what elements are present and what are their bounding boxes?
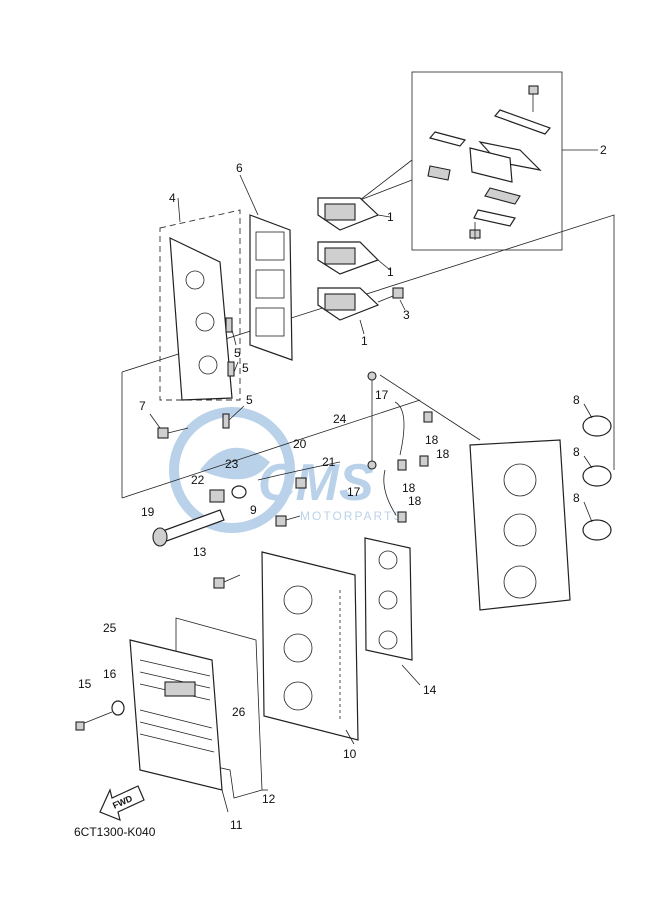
long-bolt: [152, 509, 225, 547]
callout-17: 17: [347, 485, 361, 499]
fwd-arrow: FWD: [99, 785, 145, 821]
callout-18: 18: [425, 433, 439, 447]
callout-15: 15: [78, 677, 92, 691]
callout-18: 18: [436, 447, 450, 461]
callout-2: 2: [600, 143, 607, 157]
clamp-and-washer: [209, 485, 247, 503]
callout-18: 18: [408, 494, 422, 508]
callout-18: 18: [402, 481, 416, 495]
callout-13: 13: [193, 545, 207, 559]
callout-1: 1: [361, 334, 368, 348]
silencer-cover: [129, 639, 268, 813]
watermark-brand: CMS: [258, 454, 374, 512]
watermark-logo: CMS MOTORPARTS: [169, 407, 403, 533]
callout-5: 5: [242, 361, 249, 375]
carburetor-bank: [469, 439, 571, 611]
callout-19: 19: [141, 505, 155, 519]
watermark-sub: MOTORPARTS: [300, 509, 403, 523]
callout-8: 8: [573, 491, 580, 505]
callout-14: 14: [423, 683, 437, 697]
screws: [213, 515, 301, 589]
callout-16: 16: [103, 667, 117, 681]
fuel-hoses: [367, 371, 481, 523]
callout-4: 4: [169, 191, 176, 205]
callout-8: 8: [573, 445, 580, 459]
silencer-gasket: [364, 537, 421, 686]
callout-5: 5: [234, 346, 241, 360]
callout-12: 12: [262, 792, 276, 806]
callout-9: 9: [250, 503, 257, 517]
callout-1: 1: [387, 265, 394, 279]
callout-20: 20: [293, 437, 307, 451]
silencer-plate: [261, 551, 359, 745]
callout-8: 8: [573, 393, 580, 407]
callout-7: 7: [139, 399, 146, 413]
callout-25: 25: [103, 621, 117, 635]
callout-1: 1: [387, 210, 394, 224]
cover-bolt: [75, 700, 125, 731]
callout-labels: 1 1 1 2 3 4 5 5 5 6 7 8 8 8 9 10 11 12 1…: [78, 143, 607, 832]
callout-22: 22: [191, 473, 205, 487]
diagram-code: 6CT1300-K040: [74, 825, 156, 839]
callout-26: 26: [232, 705, 246, 719]
callout-3: 3: [403, 308, 410, 322]
gasket: [239, 174, 293, 361]
callout-17: 17: [375, 388, 389, 402]
bolt: [149, 413, 189, 439]
choke-link: [257, 461, 341, 489]
callout-21: 21: [322, 455, 336, 469]
reed-valve-assembly: [317, 197, 391, 335]
o-rings: [582, 403, 612, 541]
intake-manifold: [159, 197, 241, 401]
dowel-pins: [222, 317, 245, 429]
callout-5: 5: [246, 393, 253, 407]
callout-23: 23: [225, 457, 239, 471]
reed-valve-inset: [359, 71, 598, 251]
callout-6: 6: [236, 161, 243, 175]
screw: [377, 287, 406, 311]
callout-10: 10: [343, 747, 357, 761]
callout-24: 24: [333, 412, 347, 426]
callout-11: 11: [230, 818, 243, 832]
